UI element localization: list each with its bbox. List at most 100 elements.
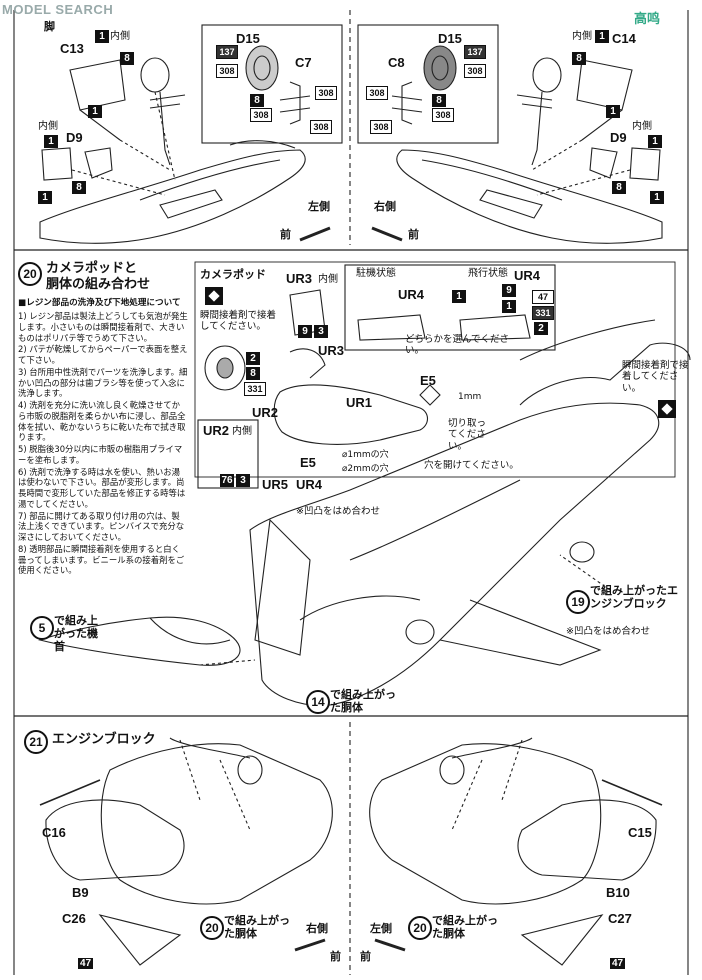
step20-title-line2: 胴体の組み合わせ (46, 277, 151, 292)
part-number-badge: 8 (612, 181, 626, 194)
part-label-ur4-top: UR4 (398, 287, 425, 302)
resin-notes: ■レジン部品の洗浄及び下地処理について 1) レジン部品は製法上どうしても気泡が… (18, 298, 188, 577)
watermark-logo-text: 高鸣 (634, 11, 661, 26)
ref-step-text: で組み上がったエンジンブロック (590, 584, 678, 611)
choose-note: どちらかを選んでください。 (405, 334, 510, 357)
ref-step-text: で組み上がった機首 (54, 614, 98, 654)
ref-step-circle: 20 (200, 916, 224, 940)
part-number-badge: 1 (38, 191, 52, 204)
hole-note: 穴を開けてください。 (424, 460, 519, 471)
adhesive-note: 瞬間接着剤で接着してください。 (200, 310, 277, 333)
fit-note: ※凹凸をはめ合わせ (296, 506, 380, 517)
part-label-ur2-box: UR2 (203, 423, 230, 438)
paint-code: 331 (532, 306, 554, 320)
ref-step-text: で組み上がった胴体 (432, 914, 498, 941)
inner-side-label: 内側 (318, 274, 338, 285)
page-code: 47 (610, 958, 626, 969)
front-label: 前 (330, 950, 341, 963)
part-number-badge: 1 (95, 30, 109, 43)
note-item: 1) レジン部品は製法上どうしても気泡が発生します。小さいものは瞬間接着剤で、大… (18, 311, 188, 343)
inner-side-label: 内側 (232, 426, 252, 437)
paint-code: 308 (370, 120, 392, 134)
notes-heading: ■レジン部品の洗浄及び下地処理について (18, 298, 181, 308)
ref-step-text: で組み上がった胴体 (224, 914, 290, 941)
part-label-ur3: UR3 (286, 271, 313, 286)
part-label-c26: C26 (62, 911, 86, 926)
front-label: 前 (360, 950, 371, 963)
part-label-ur3-mid: UR3 (318, 343, 345, 358)
ref-step-circle: 19 (566, 590, 590, 614)
adhesive-note-right: 瞬間接着剤で接着してください。 (622, 360, 689, 394)
part-label-e5: E5 (420, 373, 436, 388)
watermark-text: MODEL SEARCH (2, 2, 114, 17)
paint-code: 308 (432, 108, 454, 122)
part-label-c27: C27 (608, 911, 632, 926)
part-label-ur4-right: UR4 (514, 268, 541, 283)
part-label-d9-right: D9 (610, 130, 627, 145)
part-number-badge: 2 (534, 322, 548, 335)
ref-step-circle: 20 (408, 916, 432, 940)
inner-side-label: 内側 (632, 121, 652, 132)
ref-step-circle: 14 (306, 690, 330, 714)
part-label-c14: C14 (612, 31, 636, 46)
part-number-badge: 8 (432, 94, 446, 107)
flight-state-label: 飛行状態 (468, 268, 508, 279)
note-item: 3) 台所用中性洗剤でパーツを洗浄します。細かい凹凸の部分は歯ブラシ等を使って入… (18, 366, 188, 399)
part-number-badge: 2 (246, 352, 260, 365)
part-number-badge: 1 (88, 105, 102, 118)
part-number-badge: 8 (250, 94, 264, 107)
part-number-badge: 3 (314, 325, 328, 338)
inner-side-label: 内側 (38, 121, 58, 132)
part-label-c8: C8 (388, 55, 405, 70)
paint-code: 308 (216, 64, 238, 78)
part-number-badge: 8 (120, 52, 134, 65)
note-item: 4) 洗剤を充分に洗い流し良く乾燥させてから市販の脱脂剤を柔らかい布に浸し、部品… (18, 400, 186, 443)
camera-pod-label: カメラポッド (200, 268, 266, 281)
part-number-badge: 1 (44, 135, 58, 148)
note-item: 7) 部品に開けてある取り付け用の穴は、製法上浅くできています。ピンバイスで充分… (18, 510, 185, 543)
adhesive-diamond-icon (658, 400, 676, 418)
step21-title: エンジンブロック (52, 732, 156, 747)
side-label-right: 右側 (306, 922, 328, 935)
note-item: 6) 洗剤で洗浄する時は水を使い、熱いお湯は使わないで下さい。部品が変形します。… (18, 466, 186, 509)
part-label-d15-right: D15 (438, 31, 462, 46)
cut-note: 切り取ってください。 (448, 418, 487, 452)
part-label-b10: B10 (606, 885, 630, 900)
part-label-ur4-bottom: UR4 (296, 477, 323, 492)
part-number-badge: 1 (648, 135, 662, 148)
part-label-d15: D15 (236, 31, 260, 46)
part-label-d9: D9 (66, 130, 83, 145)
hole-size-label: 1mm (458, 392, 482, 402)
note-item: 5) 脱脂後30分以内に市販の樹脂用プライマーを塗布します。 (18, 444, 183, 465)
part-number-badge: 9 (502, 284, 516, 297)
note-item: 8) 透明部品に瞬間接着剤を使用すると白く曇ってしまいます。ビニール系の接着剤を… (18, 543, 185, 576)
part-label-c13: C13 (60, 41, 84, 56)
paint-code: 137 (216, 45, 238, 59)
part-number-badge: 8 (572, 52, 586, 65)
part-label-ur5: UR5 (262, 477, 289, 492)
side-label-left: 左側 (308, 200, 330, 213)
part-number-badge: 9 (298, 325, 312, 338)
part-label-ur2: UR2 (252, 405, 279, 420)
inner-side-label: 内側 (572, 31, 592, 42)
hole-2mm-label: ⌀2mmの穴 (342, 464, 389, 474)
part-label-ur1: UR1 (346, 395, 373, 410)
part-label-c16: C16 (42, 825, 66, 840)
step-number-21: 21 (24, 730, 48, 754)
inner-side-label: 内側 (110, 31, 130, 42)
part-number-badge: 1 (452, 290, 466, 303)
part-label-c7: C7 (295, 55, 312, 70)
paint-code: 137 (464, 45, 486, 59)
adhesive-diamond-icon (205, 287, 223, 305)
part-number-badge: 1 (606, 105, 620, 118)
step-number-20: 20 (18, 262, 42, 286)
paint-code: 308 (464, 64, 486, 78)
ref-step-text: で組み上がった胴体 (330, 688, 396, 715)
step20-title-line1: カメラポッドと (46, 261, 138, 276)
step19-title-fragment: 脚 (44, 20, 55, 33)
paint-code: 331 (244, 382, 266, 396)
ref-step-circle: 5 (30, 616, 54, 640)
part-number-badge: 1 (502, 300, 516, 313)
